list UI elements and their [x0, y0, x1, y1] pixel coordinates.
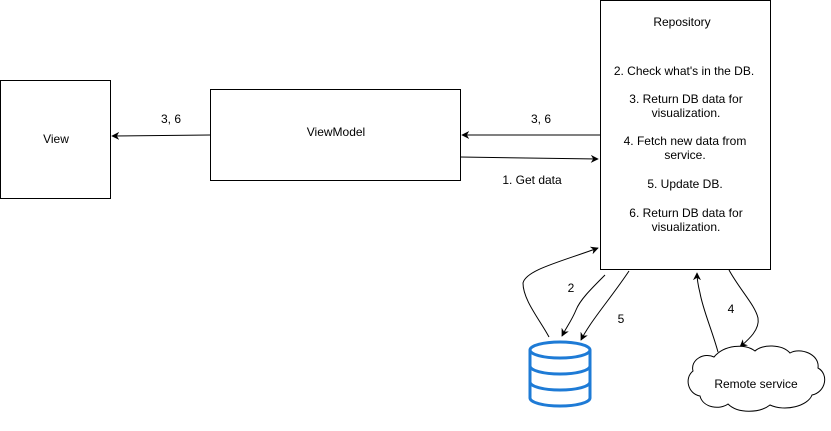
edge-vm-to-view-label: 3, 6 — [161, 112, 181, 126]
repository-step-4-line-2: service. — [664, 148, 705, 162]
repository-step-3-line-2: visualization. — [652, 106, 721, 120]
remote-service-label: Remote service — [714, 377, 798, 391]
database-icon — [528, 340, 592, 408]
edge-vm-to-repo-label: 1. Get data — [502, 173, 562, 187]
edge-remote-to-repo — [693, 272, 719, 353]
edge-repo-update-db: 5 — [580, 270, 630, 341]
edge-vm-to-repo: 1. Get data — [459, 154, 599, 187]
view-label: View — [43, 132, 69, 146]
edge-repo-to-vm: 3, 6 — [461, 112, 600, 139]
repository-step-4-line-1: 4. Fetch new data from — [624, 134, 747, 148]
edge-vm-to-view: 3, 6 — [111, 112, 211, 140]
repository-title: Repository — [653, 15, 710, 29]
edge-repo-to-db-label: 2 — [568, 281, 575, 295]
edge-repo-to-vm-label: 3, 6 — [531, 112, 551, 126]
edge-repo-to-remote-label: 4 — [728, 302, 735, 316]
remote-service-node: Remote service — [687, 345, 826, 412]
cloud-icon — [687, 345, 826, 412]
viewmodel-node: ViewModel — [210, 89, 461, 181]
edge-repo-to-remote: 4 — [728, 269, 759, 348]
edge-repo-update-db-label: 5 — [618, 312, 625, 326]
viewmodel-label: ViewModel — [307, 125, 365, 139]
repository-node: Repository 2. Check what's in the DB. 3.… — [600, 0, 771, 270]
repository-step-6-line-2: visualization. — [652, 220, 721, 234]
edge-db-to-repo — [522, 246, 599, 338]
repository-step-5: 5. Update DB. — [647, 177, 722, 191]
edge-repo-to-db: 2 — [561, 274, 606, 337]
view-node: View — [0, 80, 111, 199]
repository-step-6-line-1: 6. Return DB data for — [629, 206, 742, 220]
repository-step-3-line-1: 3. Return DB data for — [629, 92, 742, 106]
repository-step-2: 2. Check what's in the DB. — [614, 64, 754, 78]
